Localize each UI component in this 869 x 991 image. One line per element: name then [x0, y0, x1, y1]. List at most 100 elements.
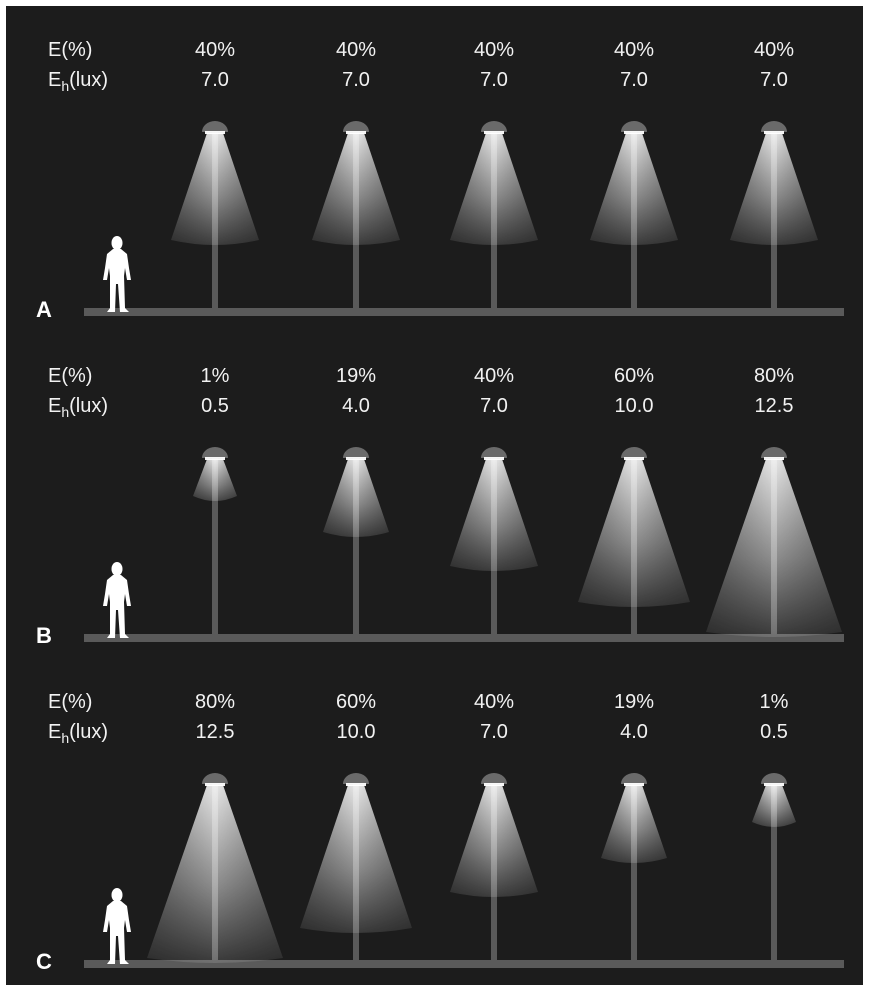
e-h-subscript: h — [61, 730, 70, 746]
street-lamp — [323, 447, 389, 634]
e-h-subscript: h — [61, 78, 70, 94]
e-percent-value: 60% — [335, 691, 377, 713]
lamp-glow — [484, 783, 504, 786]
street-lamp — [450, 121, 538, 308]
lamp-head — [621, 447, 647, 458]
lamp-head — [202, 447, 228, 458]
lamp-head — [343, 447, 369, 458]
e-percent-value: 19% — [613, 691, 655, 713]
e-h-unit: (lux) — [69, 395, 109, 417]
light-beam — [300, 785, 412, 933]
e-percent-label: E(%) — [48, 691, 93, 713]
street-lamp — [147, 773, 283, 963]
e-h-lux-value: 7.0 — [620, 69, 648, 91]
e-h-lux-value: 12.5 — [195, 721, 235, 743]
lamp-pole — [212, 453, 218, 634]
lamp-glow — [764, 131, 784, 134]
e-h-lux-value: 7.0 — [201, 69, 229, 91]
person-silhouette — [103, 562, 131, 638]
e-h-lux-value: 10.0 — [336, 721, 376, 743]
lamp-glow — [346, 131, 366, 134]
lamp-pole — [353, 453, 359, 634]
light-beam — [590, 133, 678, 245]
e-percent-value: 80% — [194, 691, 236, 713]
e-percent-value: 40% — [335, 39, 377, 61]
lamp-glow — [205, 131, 225, 134]
lamp-head — [343, 773, 369, 784]
lamp-glow — [624, 131, 644, 134]
e-percent-value: 1% — [759, 691, 789, 713]
e-h-unit: (lux) — [69, 721, 109, 743]
e-h-lux-value: 12.5 — [754, 395, 794, 417]
light-beam — [578, 459, 690, 607]
lamp-glow — [205, 783, 225, 786]
lamp-glow — [484, 131, 504, 134]
e-percent-value: 40% — [613, 39, 655, 61]
street-lamp — [590, 121, 678, 308]
street-lamp — [730, 121, 818, 308]
lamp-glow — [484, 457, 504, 460]
panel-letter: A — [36, 297, 52, 322]
e-percent-value: 40% — [473, 39, 515, 61]
e-h-lux-label: Eh(lux) — [48, 720, 109, 746]
ground-line — [84, 634, 844, 642]
light-beam — [323, 459, 389, 537]
e-percent-value: 40% — [753, 39, 795, 61]
e-h-lux-value: 4.0 — [620, 721, 648, 743]
street-lamp — [312, 121, 400, 308]
lamp-glow — [346, 457, 366, 460]
e-h-symbol: E — [48, 721, 62, 743]
e-h-lux-label: Eh(lux) — [48, 68, 109, 94]
lamp-pole — [771, 779, 777, 960]
panel-letter: C — [36, 949, 52, 974]
e-h-lux-value: 0.5 — [201, 395, 229, 417]
light-beam — [706, 459, 842, 637]
street-lamp — [450, 447, 538, 634]
light-beam — [601, 785, 667, 863]
lamp-head — [761, 121, 787, 132]
street-lamp — [706, 447, 842, 637]
e-h-lux-value: 4.0 — [342, 395, 370, 417]
e-h-lux-value: 7.0 — [342, 69, 370, 91]
panel-a: E(%) Eh(lux) 40% 7.0 40% 7.0 40% 7.0 40% 7.0 40% 7.… — [6, 14, 863, 340]
e-h-lux-value: 0.5 — [760, 721, 788, 743]
panel-scene — [84, 121, 844, 316]
light-beam — [450, 133, 538, 245]
lamp-head — [761, 773, 787, 784]
lamp-head — [202, 773, 228, 784]
panel-letter: B — [36, 623, 52, 648]
e-percent-value: 40% — [194, 39, 236, 61]
e-h-symbol: E — [48, 69, 62, 91]
person-silhouette — [103, 888, 131, 964]
lamp-glow — [764, 783, 784, 786]
e-percent-value: 60% — [613, 365, 655, 387]
lamp-head — [343, 121, 369, 132]
e-percent-label: E(%) — [48, 39, 93, 61]
light-beam — [450, 785, 538, 897]
lamp-glow — [346, 783, 366, 786]
street-lamp — [171, 121, 259, 308]
e-percent-value: 1% — [200, 365, 230, 387]
e-h-unit: (lux) — [69, 69, 109, 91]
e-percent-value: 40% — [473, 365, 515, 387]
e-percent-label: E(%) — [48, 365, 93, 387]
lamp-head — [621, 773, 647, 784]
street-lamp — [193, 447, 237, 634]
lamp-head — [761, 447, 787, 458]
lamp-head — [621, 121, 647, 132]
e-h-lux-value: 7.0 — [760, 69, 788, 91]
light-beam — [730, 133, 818, 245]
panel-scene — [84, 447, 844, 642]
light-beam — [193, 459, 237, 501]
lamp-head — [202, 121, 228, 132]
street-lamp — [578, 447, 690, 634]
street-lamp — [752, 773, 796, 960]
e-h-lux-value: 7.0 — [480, 721, 508, 743]
street-lamp — [300, 773, 412, 960]
panel-scene — [84, 773, 844, 968]
lamp-head — [481, 447, 507, 458]
e-h-lux-value: 7.0 — [480, 69, 508, 91]
e-percent-value: 40% — [473, 691, 515, 713]
